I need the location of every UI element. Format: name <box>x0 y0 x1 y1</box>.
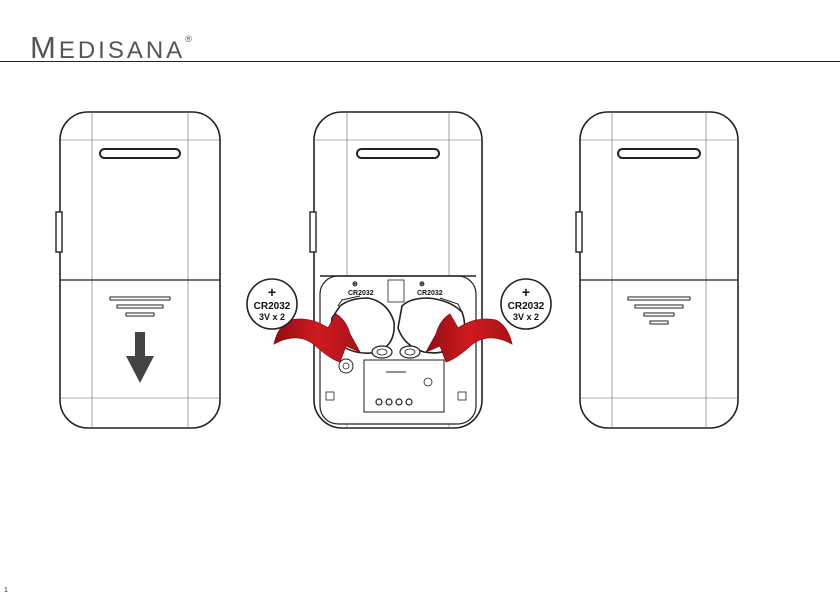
polarity-symbol-left: + <box>268 284 276 300</box>
page-mark: 1 <box>4 587 8 594</box>
header: MEDISANA® <box>0 0 840 64</box>
trademark-symbol: ® <box>185 34 192 44</box>
battery-spec-right: + CR2032 3V x 2 <box>501 279 551 329</box>
battery-spec-left: + CR2032 3V x 2 <box>247 279 297 329</box>
slot-label-left: CR2032 <box>348 290 374 297</box>
device-open-center: ⊕ CR2032 ⊕ CR2032 <box>274 112 512 428</box>
header-rule <box>0 61 840 62</box>
battery-replacement-diagram: ⊕ CR2032 ⊕ CR2032 <box>0 64 840 596</box>
slot-symbol-right: ⊕ <box>419 281 425 288</box>
device-closed-right <box>576 112 738 428</box>
battery-spec-text-right: 3V x 2 <box>513 312 539 322</box>
slot-symbol-left: ⊕ <box>352 281 358 288</box>
battery-type-left: CR2032 <box>254 301 291 312</box>
battery-type-right: CR2032 <box>508 301 545 312</box>
brand-initial: M <box>30 30 59 65</box>
battery-spec-text-left: 3V x 2 <box>259 312 285 322</box>
polarity-symbol-right: + <box>522 284 530 300</box>
device-closed-left <box>56 112 220 428</box>
brand-name-rest: EDISANA <box>59 37 185 64</box>
slot-label-right: CR2032 <box>417 290 443 297</box>
